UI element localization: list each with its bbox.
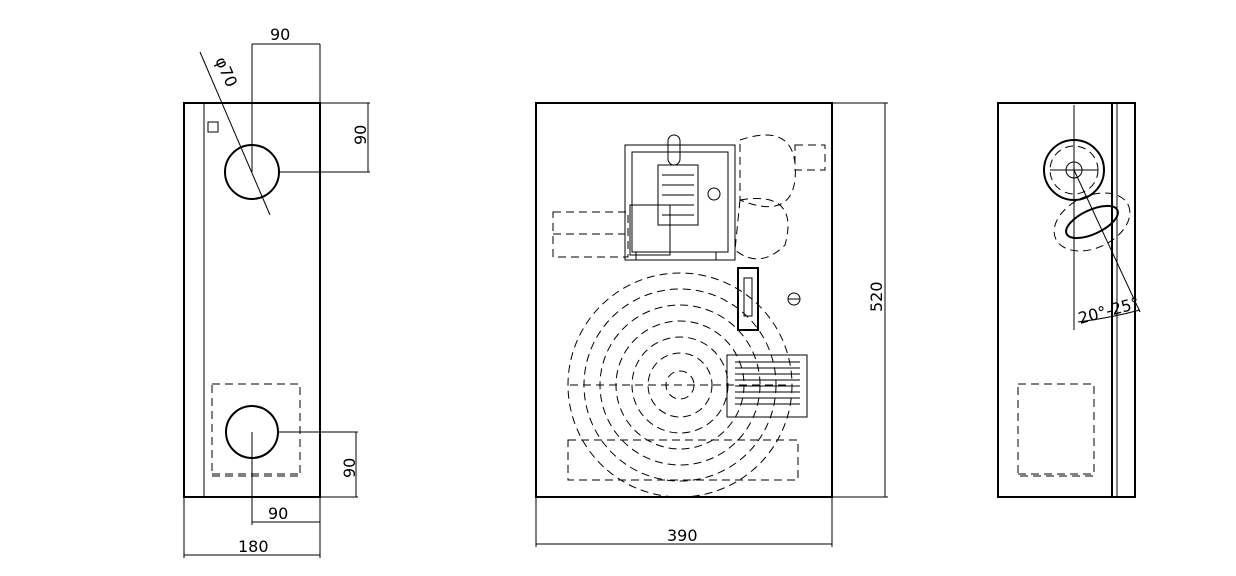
swivel-joint xyxy=(1053,192,1131,252)
valve-assembly xyxy=(552,134,826,261)
dim-top-width: 90 xyxy=(270,25,290,44)
side-view-right: 20°-25° xyxy=(997,102,1141,498)
dim-bottom-width: 90 xyxy=(268,504,288,523)
instruction-plate xyxy=(726,354,808,418)
dim-total-width: 180 xyxy=(238,537,269,556)
nozzle-holder xyxy=(737,267,759,331)
dim-top-height: 90 xyxy=(351,125,370,145)
dim-front-width: 390 xyxy=(667,526,698,545)
front-view: 520 390 xyxy=(535,102,888,547)
dim-front-height: 520 xyxy=(867,281,886,312)
diameter-leader xyxy=(199,51,271,216)
hose-reel-hidden xyxy=(567,272,799,498)
angle-ref-line xyxy=(1073,169,1141,313)
side-view-left: 90 φ70 90 90 90 180 xyxy=(183,25,370,558)
dim-diameter: φ70 xyxy=(211,54,241,90)
dim-angle: 20°-25° xyxy=(1076,293,1141,328)
hidden-reel-outline xyxy=(211,383,301,477)
right-body-outline xyxy=(997,102,1136,498)
nozzle xyxy=(743,277,753,317)
mount-mark xyxy=(207,121,219,133)
angle-arc xyxy=(1077,309,1141,323)
hidden-reel-outline xyxy=(1017,383,1095,477)
dim-bottom-height: 90 xyxy=(340,458,359,478)
indicator-symbol xyxy=(787,292,801,306)
